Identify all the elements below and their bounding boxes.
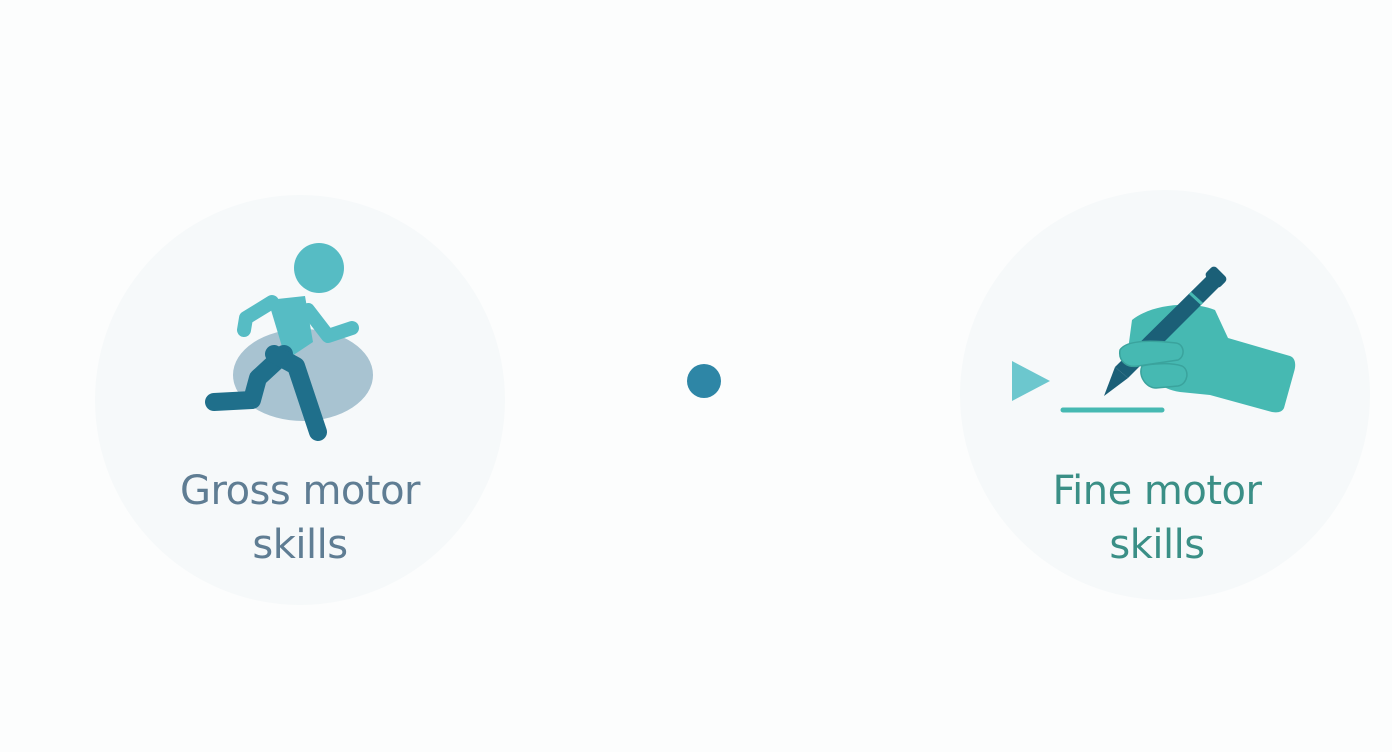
hand-writing-with-pen-icon xyxy=(1060,266,1296,413)
arrow-head xyxy=(1012,361,1050,401)
front-arm xyxy=(301,303,359,343)
progression-arrow xyxy=(372,361,1050,401)
pen-band xyxy=(1188,291,1204,306)
back-leg xyxy=(205,345,293,411)
midpoint-node xyxy=(687,364,721,398)
fine-label-line2: skills xyxy=(1109,522,1205,568)
running-person-icon xyxy=(205,243,373,441)
gross-label-line2: skills xyxy=(252,522,348,568)
pen-cap xyxy=(1205,266,1227,288)
fine-motor-skills-label: Fine motor skills xyxy=(987,464,1327,572)
fine-label-line1: Fine motor xyxy=(1052,468,1262,514)
middle-finger xyxy=(1140,362,1188,389)
fine-halo xyxy=(960,190,1370,600)
gross-label-line1: Gross motor xyxy=(180,468,420,514)
front-leg xyxy=(265,345,327,441)
head-shape xyxy=(294,243,344,293)
back-arm xyxy=(237,295,279,337)
gross-motor-skills-label: Gross motor skills xyxy=(130,464,470,572)
pen-tip xyxy=(1104,367,1128,396)
index-finger xyxy=(1119,340,1184,368)
